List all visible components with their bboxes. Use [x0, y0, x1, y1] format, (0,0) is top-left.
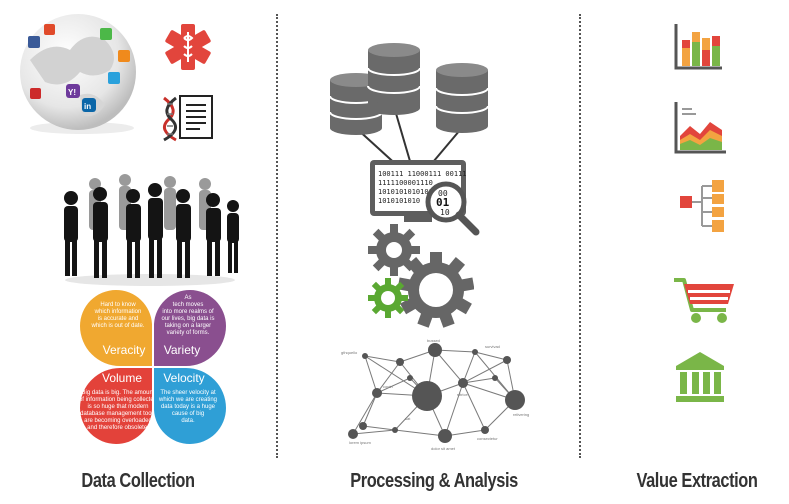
gear-small-icon: [368, 224, 420, 276]
database-cylinder-center: [367, 43, 421, 115]
svg-text:sat: sat: [405, 416, 411, 421]
section-title-data-collection: Data Collection: [81, 470, 195, 492]
svg-text:bussed: bussed: [427, 338, 440, 343]
volume-petal: Volume Big data is big. The amount of in…: [79, 368, 157, 445]
svg-text:Big data is big. The amount: Big data is big. The amount: [82, 390, 155, 396]
yahoo-badge: Y!: [68, 88, 76, 97]
svg-text:00: 00: [438, 189, 448, 198]
stacked-bar-chart-icon: [674, 24, 722, 70]
binary-magnifier-icon: 100111 11000111 00111 1111100001110 1010…: [370, 160, 480, 236]
database-cylinder-right: [435, 63, 489, 133]
svg-text:contri: contri: [383, 384, 393, 389]
svg-text:is so huge that modern: is so huge that modern: [87, 404, 148, 410]
svg-text:variety of forms.: variety of forms.: [167, 330, 210, 336]
svg-text:which we are creating: which we are creating: [158, 397, 217, 403]
gear-green-icon: [368, 278, 408, 318]
section-divider-left: [276, 14, 278, 458]
svg-text:data.: data.: [181, 418, 195, 424]
svg-text:is accurate and: is accurate and: [98, 316, 139, 322]
shopping-cart-icon: [674, 278, 734, 323]
svg-text:and therefore obsolete.: and therefore obsolete.: [87, 425, 149, 431]
svg-text:are becoming overloaded: are becoming overloaded: [84, 418, 152, 424]
velocity-title: Velocity: [163, 371, 204, 385]
four-vs-diagram: Hard to know which information is accura…: [79, 290, 226, 445]
hierarchy-icon: [680, 180, 724, 232]
gears-icon: [368, 224, 474, 328]
binary-line-2: 1111100001110: [378, 179, 433, 187]
binary-line-4: 1010101010: [378, 197, 420, 205]
bank-icon: [676, 352, 724, 402]
medical-star-icon: [165, 24, 211, 70]
svg-text:survivad: survivad: [485, 344, 500, 349]
globe-social-icon: Y! in: [20, 14, 136, 134]
svg-text:gthquello: gthquello: [341, 350, 358, 355]
svg-text:lorem ipsum: lorem ipsum: [349, 440, 371, 445]
binary-line-3: 1010101010101: [378, 188, 433, 196]
linkedin-badge: in: [84, 102, 91, 111]
svg-text:10: 10: [440, 208, 450, 217]
svg-text:cause of big: cause of big: [172, 411, 204, 417]
dna-document-icon: [162, 95, 213, 142]
svg-text:The sheer velocity at: The sheer velocity at: [160, 390, 216, 396]
section-title-value-extraction: Value Extraction: [636, 470, 758, 492]
svg-text:of information being collected: of information being collected: [79, 397, 157, 403]
svg-text:taking on a larger: taking on a larger: [165, 323, 211, 329]
gear-large-icon: [397, 252, 474, 328]
database-servers-icon: [329, 43, 489, 169]
variety-petal: As tech moves into more realms of our li…: [154, 290, 226, 366]
svg-text:As: As: [184, 295, 191, 301]
svg-text:01: 01: [436, 196, 450, 209]
network-graph-icon: gthquello bussed survivad contri sat stt…: [341, 338, 529, 451]
svg-text:database management tools: database management tools: [80, 411, 156, 417]
area-chart-icon: [674, 102, 726, 154]
svg-text:consectetur: consectetur: [477, 436, 498, 441]
variety-title: Variety: [164, 343, 200, 357]
svg-text:tech moves: tech moves: [173, 302, 204, 308]
svg-text:sttrice: sttrice: [457, 392, 468, 397]
svg-text:into more realms of: into more realms of: [162, 309, 214, 315]
veracity-petal: Hard to know which information is accura…: [80, 290, 152, 366]
svg-text:Hard to know: Hard to know: [100, 302, 136, 308]
svg-text:dolor sit amet: dolor sit amet: [431, 446, 456, 451]
crowd-silhouette-icon: [64, 174, 239, 286]
section-title-processing-analysis: Processing & Analysis: [350, 470, 518, 492]
svg-text:which is out of date.: which is out of date.: [90, 323, 144, 329]
svg-text:relivering: relivering: [513, 412, 529, 417]
veracity-title: Veracity: [103, 343, 146, 357]
svg-text:our lives, big data is: our lives, big data is: [161, 316, 214, 322]
binary-line-1: 100111 11000111 00111: [378, 170, 467, 178]
section-divider-right: [579, 14, 581, 458]
svg-text:which information: which information: [94, 309, 142, 315]
volume-title: Volume: [102, 371, 142, 385]
velocity-petal: Velocity The sheer velocity at which we …: [154, 368, 226, 445]
svg-text:data today is a huge: data today is a huge: [161, 404, 216, 410]
